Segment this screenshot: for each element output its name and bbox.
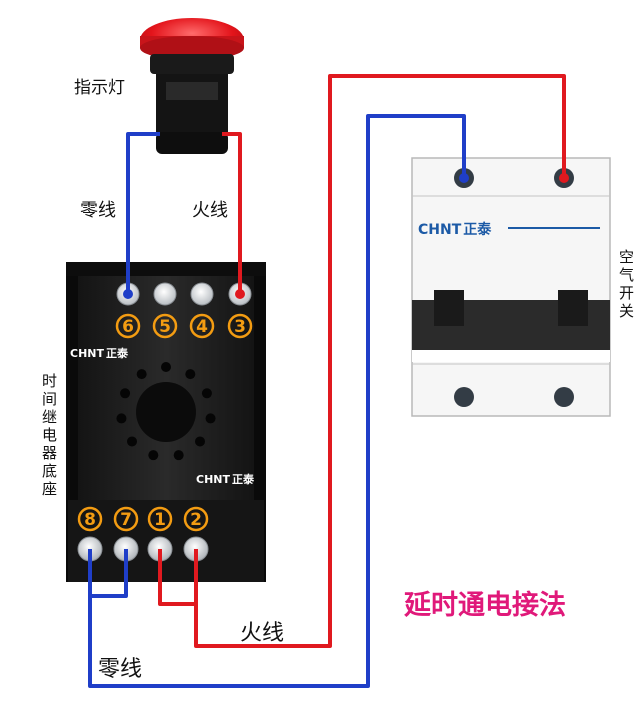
live-label-top: 火线 (192, 200, 228, 221)
top-terminal-badge-3 (227, 313, 253, 339)
breaker-terminal-bottom-right (554, 387, 574, 407)
relay-neutral-wire (88, 114, 466, 688)
socket-hole (195, 436, 206, 447)
wire-end-6 (123, 289, 133, 299)
top-terminal-badge-4 (189, 313, 215, 339)
socket-hole (185, 369, 196, 380)
relay-base-char-3: 继 (42, 408, 57, 426)
relay-base-label: 时 间 继 电 器 底 座 (42, 372, 62, 498)
top-terminal-number-4: 4 (196, 317, 208, 337)
air-switch-label: 空 气 开 关 (619, 248, 639, 320)
wire-end-breaker-left (459, 173, 469, 183)
lamp-neutral-wire (126, 132, 160, 294)
top-terminal-number-6: 6 (122, 317, 134, 337)
indicator-lamp-label: 指示灯 (74, 78, 125, 98)
method-caption: 延时通电接法 (403, 590, 566, 621)
neutral-label-top: 零线 (80, 200, 116, 221)
top-terminal-badge-5 (152, 313, 178, 339)
top-terminal-screw-5 (153, 282, 177, 306)
bottom-terminal-number-2: 2 (190, 510, 202, 530)
top-terminal-number-5: 5 (159, 317, 171, 337)
relay-base-char-7: 座 (42, 480, 57, 498)
circuit-breaker (411, 157, 611, 417)
relay-base-char-5: 器 (42, 444, 57, 462)
top-terminal-screw-4 (190, 282, 214, 306)
socket-hole (116, 413, 127, 424)
socket-hole (126, 436, 137, 447)
air-switch-char-4: 关 (619, 302, 634, 320)
top-terminal-row: 6 5 4 3 (115, 282, 253, 339)
socket-hole (120, 388, 131, 399)
socket-hole (205, 413, 216, 424)
socket-hole (148, 450, 159, 461)
socket-hole (161, 362, 171, 372)
live-label-bottom: 火线 (240, 621, 284, 646)
neutral-label-bottom: 零线 (98, 657, 142, 682)
socket-hole (136, 369, 147, 380)
socket-hole (201, 388, 212, 399)
relay-live-wire (194, 74, 566, 648)
bottom-terminal-number-7: 7 (120, 510, 132, 530)
air-switch-char-1: 空 (619, 248, 634, 266)
neutral-jumper-wire (90, 549, 128, 598)
relay-base-char-4: 电 (42, 426, 57, 444)
lamp-live-wire (222, 132, 242, 294)
live-jumper-wire (158, 549, 196, 606)
relay-base-char-6: 底 (42, 462, 57, 480)
relay-base-char-1: 时 (42, 372, 57, 390)
socket-hole (173, 450, 184, 461)
octal-socket-holes (116, 362, 216, 461)
wire-end-3 (235, 289, 245, 299)
indicator-lamp (140, 18, 244, 154)
top-terminal-badge-6 (115, 313, 141, 339)
bottom-terminal-number-8: 8 (84, 510, 96, 530)
wire-end-breaker-right (559, 173, 569, 183)
bottom-terminal-badge-1 (147, 506, 173, 532)
top-terminal-number-3: 3 (234, 317, 246, 337)
air-switch-char-3: 开 (619, 284, 634, 302)
air-switch-char-2: 气 (619, 266, 634, 284)
bottom-terminal-badge-2 (183, 506, 209, 532)
breaker-terminal-bottom-left (454, 387, 474, 407)
wires (88, 74, 566, 688)
time-relay-base (66, 262, 266, 582)
relay-base-char-2: 间 (42, 390, 57, 408)
bottom-terminal-number-1: 1 (154, 510, 166, 530)
bottom-terminal-badge-7 (113, 506, 139, 532)
bottom-terminal-badge-8 (77, 506, 103, 532)
